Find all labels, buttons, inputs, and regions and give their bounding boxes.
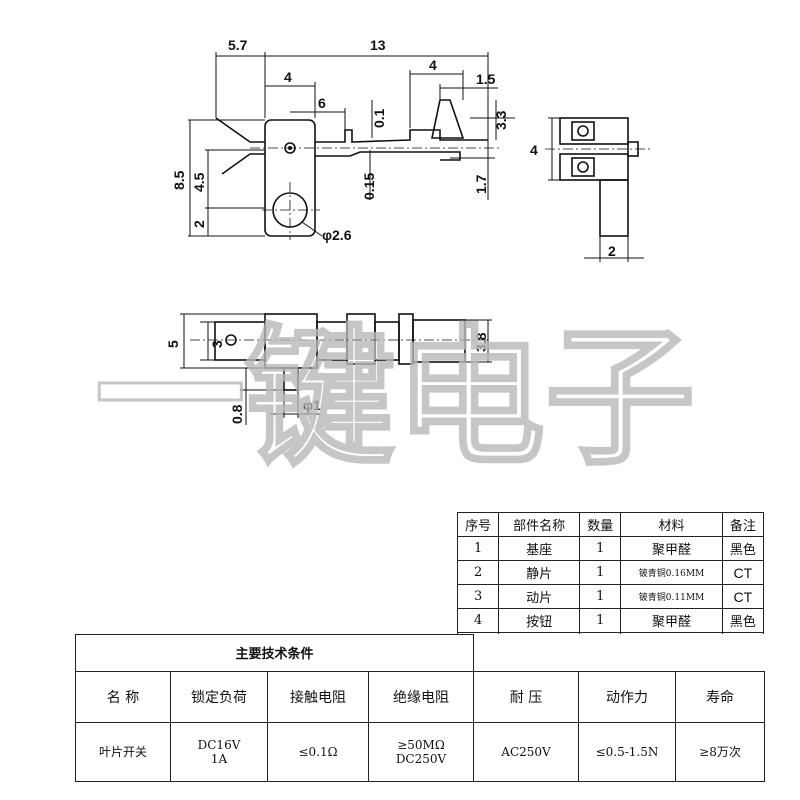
spec-header: 动作力 — [578, 670, 676, 723]
dim-5-7: 5.7 — [228, 37, 248, 53]
cell: 1 — [579, 584, 622, 609]
cell: CT — [721, 560, 765, 585]
spec-header: 耐 压 — [473, 670, 579, 723]
dim-4-top: 4 — [284, 69, 292, 85]
spec-header: 名 称 — [75, 670, 171, 723]
dim-5-bottom: 5 — [165, 340, 181, 348]
spec-title: 主要技术条件 — [75, 634, 474, 672]
dim-3-3: 3.3 — [493, 110, 509, 130]
dim-6: 6 — [318, 95, 326, 111]
cell: 1 — [456, 536, 500, 561]
dim-0-8: 0.8 — [229, 404, 245, 424]
cell: 聚甲醛 — [620, 536, 723, 561]
cell: 3 — [456, 584, 500, 609]
table-row: 1 基座 1 聚甲醛 黑色 — [456, 536, 765, 561]
spec-value: ≤0.5-1.5N — [578, 721, 676, 782]
dim-1-7: 1.7 — [473, 174, 489, 194]
dim-4-side: 4 — [530, 142, 538, 158]
cell: 基座 — [498, 536, 581, 561]
spec-header: 锁定负荷 — [170, 670, 268, 723]
spec-value: ≤0.1Ω — [267, 721, 369, 782]
header-material: 材料 — [620, 512, 723, 537]
cell: 4 — [456, 608, 500, 633]
watermark: 一键电子 — [95, 312, 695, 486]
parts-header-row: 序号 部件名称 数量 材料 备注 — [456, 512, 765, 537]
dim-13: 13 — [370, 37, 386, 53]
cell: 聚甲醛 — [620, 608, 723, 633]
dim-phi-2-6: φ2.6 — [322, 227, 352, 243]
spec-title-spacer — [473, 634, 765, 671]
cell: 1 — [579, 536, 622, 561]
header-note: 备注 — [721, 512, 765, 537]
spec-value: ≥8万次 — [675, 721, 765, 782]
cell: 2 — [456, 560, 500, 585]
cell: 黑色 — [721, 536, 765, 561]
bottom-view: 5 3 0.8 φ1 3.8 — [165, 313, 492, 425]
cell: 静片 — [498, 560, 581, 585]
dim-0-15: 0.15 — [361, 173, 377, 200]
spec-header-row: 名 称 锁定负荷 接触电阻 绝缘电阻 耐 压 动作力 寿命 — [75, 670, 765, 723]
cell: 1 — [579, 560, 622, 585]
spec-table: 主要技术条件 名 称 锁定负荷 接触电阻 绝缘电阻 耐 压 动作力 寿命 叶片开… — [75, 634, 765, 782]
spec-header: 绝缘电阻 — [368, 670, 474, 723]
dim-8-5: 8.5 — [171, 170, 187, 190]
spec-header: 接触电阻 — [267, 670, 369, 723]
table-row: 2 静片 1 铍青铜0.16MM CT — [456, 560, 765, 585]
spec-value: DC16V 1A — [170, 721, 268, 782]
dim-0-1: 0.1 — [371, 108, 387, 128]
dim-phi-1: φ1 — [303, 397, 321, 413]
table-row: 3 动片 1 铍青铜0.11MM CT — [456, 584, 765, 609]
spec-value: ≥50MΩ DC250V — [368, 721, 474, 782]
header-qty: 数量 — [579, 512, 622, 537]
dim-3-bottom: 3 — [209, 340, 225, 348]
cell: CT — [721, 584, 765, 609]
cell: 1 — [579, 608, 622, 633]
cell: 黑色 — [721, 608, 765, 633]
dim-2-side: 2 — [608, 243, 616, 259]
dim-4-right: 4 — [429, 57, 437, 73]
cell: 铍青铜0.11MM — [620, 584, 723, 609]
cell: 动片 — [498, 584, 581, 609]
dim-3-8: 3.8 — [473, 332, 489, 352]
cell: 按钮 — [498, 608, 581, 633]
spec-value-row: 叶片开关 DC16V 1A ≤0.1Ω ≥50MΩ DC250V AC250V … — [75, 721, 765, 782]
spec-header: 寿命 — [675, 670, 765, 723]
spec-value: 叶片开关 — [75, 721, 171, 782]
header-part-name: 部件名称 — [498, 512, 581, 537]
spec-value: AC250V — [473, 721, 579, 782]
header-index: 序号 — [456, 512, 500, 537]
front-view: 5.7 13 4 4 1.5 6 0.1 3.3 8.5 4.5 2 0.15 … — [171, 37, 515, 243]
dim-2-left: 2 — [191, 220, 207, 228]
side-view: 4 2 — [530, 117, 650, 262]
dim-1-5: 1.5 — [476, 71, 496, 87]
cell: 铍青铜0.16MM — [620, 560, 723, 585]
dim-4-5: 4.5 — [191, 172, 207, 192]
table-row: 4 按钮 1 聚甲醛 黑色 — [456, 608, 765, 633]
